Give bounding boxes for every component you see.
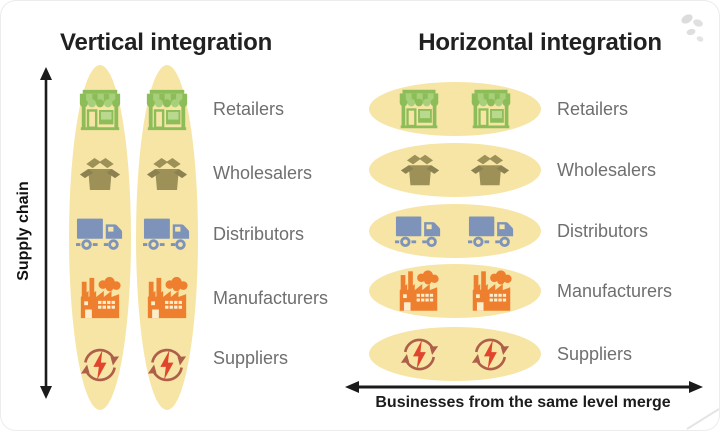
box-icon (470, 152, 510, 188)
same-level-merge-arrow (345, 381, 703, 393)
box-icon (79, 155, 121, 193)
right-label-wholesalers: Wholesalers (557, 160, 657, 180)
left-label-retailers: Retailers (213, 99, 285, 119)
truck-icon (468, 214, 515, 249)
horizontal-group-wholesalers (369, 143, 541, 197)
merge-caption: Businesses from the same level merge (375, 394, 671, 411)
supply-chain-arrow (40, 67, 52, 399)
cycle-icon (470, 334, 511, 375)
right-label-distributors: Distributors (557, 221, 649, 241)
cycle-icon (79, 344, 121, 386)
horizontal-group-manufacturers (369, 264, 541, 318)
right-label-manufacturers: Manufacturers (557, 281, 673, 301)
factory-icon (144, 276, 190, 320)
supply-chain-label: Supply chain (15, 181, 32, 281)
right-label-retailers: Retailers (557, 99, 629, 119)
store-icon (469, 89, 513, 129)
truck-icon (143, 216, 191, 252)
truck-icon (76, 216, 124, 252)
left-label-suppliers: Suppliers (213, 348, 289, 368)
box-icon (400, 152, 440, 188)
horizontal-group-suppliers (369, 327, 541, 381)
corner-watermark-line (686, 408, 719, 430)
store-icon (144, 89, 190, 131)
store-icon (77, 89, 123, 131)
vertical-chain-shape-1 (69, 65, 131, 410)
store-icon (397, 89, 441, 129)
horizontal-integration-title: Horizontal integration (418, 29, 662, 56)
left-label-wholesalers: Wholesalers (213, 163, 313, 183)
horizontal-group-retailers (369, 82, 541, 136)
cycle-icon (399, 334, 440, 375)
cycle-icon (146, 344, 188, 386)
truck-icon (395, 214, 442, 249)
vertical-chain-shape-2 (136, 65, 198, 410)
right-label-suppliers: Suppliers (557, 344, 633, 364)
watermark-icon (681, 14, 704, 42)
factory-icon (469, 270, 514, 312)
box-icon (146, 155, 188, 193)
factory-icon (396, 270, 441, 312)
horizontal-group-distributors (369, 204, 541, 258)
vertical-integration-title: Vertical integration (59, 29, 273, 56)
factory-icon (77, 276, 123, 320)
left-label-distributors: Distributors (213, 224, 305, 244)
left-label-manufacturers: Manufacturers (213, 288, 329, 308)
